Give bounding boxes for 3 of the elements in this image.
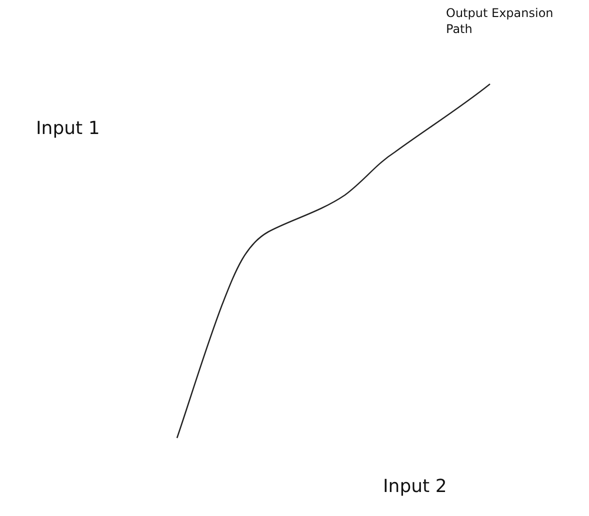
axis-label: Input 2	[383, 475, 447, 498]
curve-label: Output Expansion Path	[446, 6, 554, 38]
axis-label: Input 1	[36, 117, 100, 140]
